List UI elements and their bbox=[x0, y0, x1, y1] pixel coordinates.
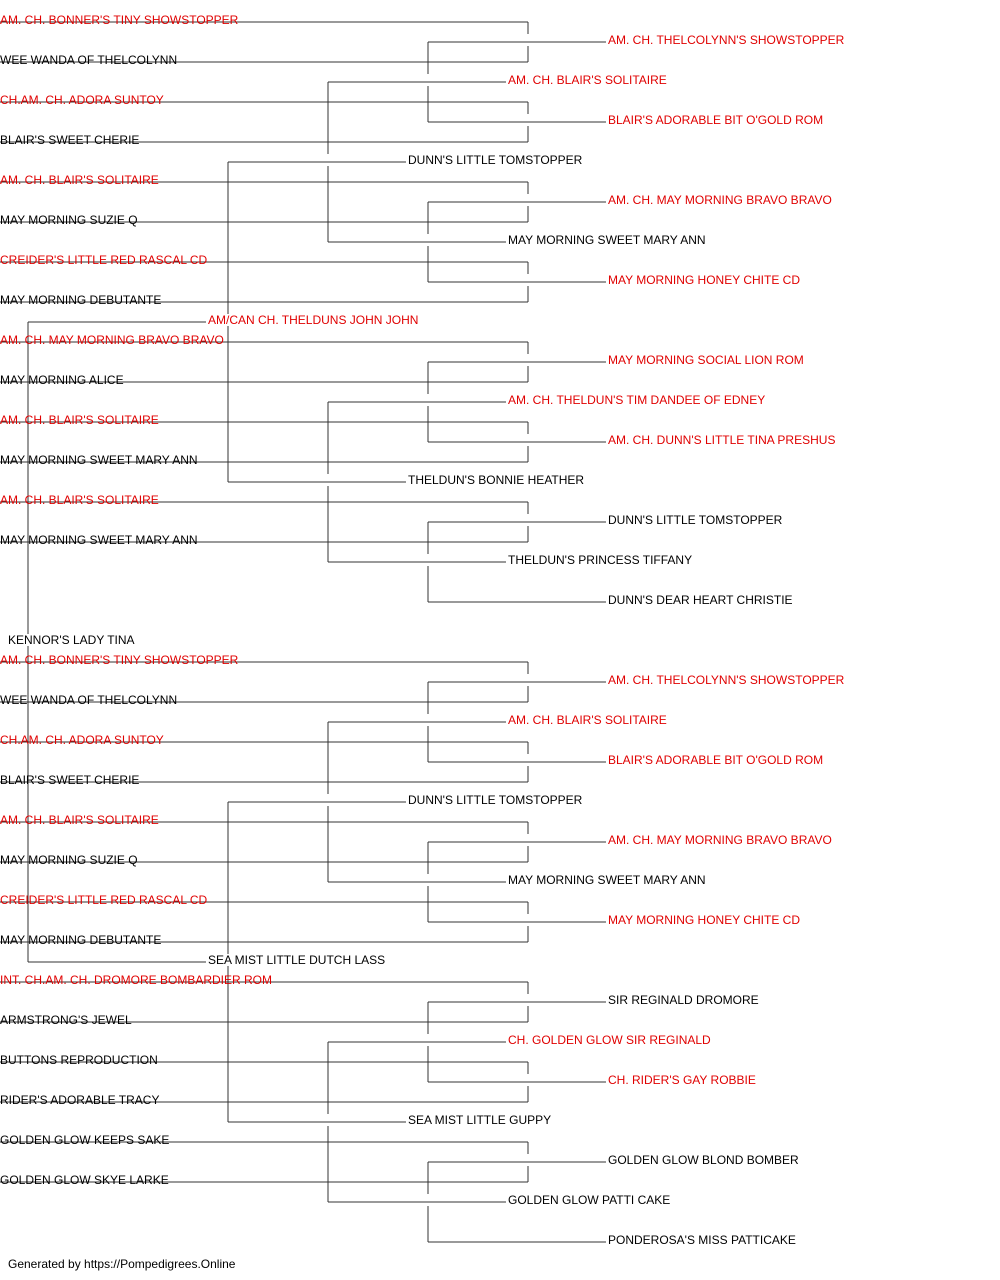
ancestor-name: WEE WANDA OF THELCOLYNN bbox=[0, 53, 177, 67]
ancestor-name: MAY MORNING ALICE bbox=[0, 373, 124, 387]
ancestor-name: SIR REGINALD DROMORE bbox=[608, 993, 759, 1007]
subject-name: KENNOR'S LADY TINA bbox=[8, 633, 135, 647]
ancestor-name: AM. CH. BLAIR'S SOLITAIRE bbox=[0, 813, 159, 827]
ancestor-name: BLAIR'S SWEET CHERIE bbox=[0, 133, 139, 147]
ancestor-name: AM. CH. BLAIR'S SOLITAIRE bbox=[508, 73, 667, 87]
ancestor-name: MAY MORNING HONEY CHITE CD bbox=[608, 913, 800, 927]
ancestor-name: AM. CH. BLAIR'S SOLITAIRE bbox=[0, 413, 159, 427]
ancestor-name: GOLDEN GLOW BLOND BOMBER bbox=[608, 1153, 799, 1167]
ancestor-name: GOLDEN GLOW SKYE LARKE bbox=[0, 1173, 169, 1187]
ancestor-name: BLAIR'S ADORABLE BIT O'GOLD ROM bbox=[608, 113, 823, 127]
ancestor-name: MAY MORNING DEBUTANTE bbox=[0, 293, 161, 307]
ancestor-name: AM. CH. BLAIR'S SOLITAIRE bbox=[0, 493, 159, 507]
ancestor-name: BUTTONS REPRODUCTION bbox=[0, 1053, 158, 1067]
ancestor-name: CH. RIDER'S GAY ROBBIE bbox=[608, 1073, 756, 1087]
ancestor-name: MAY MORNING HONEY CHITE CD bbox=[608, 273, 800, 287]
pedigree-connectors bbox=[0, 21, 606, 1243]
ancestor-name: INT. CH.AM. CH. DROMORE BOMBARDIER ROM bbox=[0, 973, 272, 987]
ancestor-name: MAY MORNING SWEET MARY ANN bbox=[508, 233, 706, 247]
ancestor-name: DUNN'S DEAR HEART CHRISTIE bbox=[608, 593, 793, 607]
ancestor-name: AM. CH. MAY MORNING BRAVO BRAVO bbox=[608, 193, 832, 207]
ancestor-name: CH.AM. CH. ADORA SUNTOY bbox=[0, 93, 164, 107]
ancestor-name: THELDUN'S BONNIE HEATHER bbox=[408, 473, 584, 487]
ancestor-name: AM. CH. BONNER'S TINY SHOWSTOPPER bbox=[0, 653, 239, 667]
ancestor-name: MAY MORNING SWEET MARY ANN bbox=[508, 873, 706, 887]
ancestor-name: WEE WANDA OF THELCOLYNN bbox=[0, 693, 177, 707]
ancestor-name: CREIDER'S LITTLE RED RASCAL CD bbox=[0, 893, 208, 907]
ancestor-name: MAY MORNING DEBUTANTE bbox=[0, 933, 161, 947]
ancestor-name: DUNN'S LITTLE TOMSTOPPER bbox=[408, 793, 583, 807]
ancestor-name: AM. CH. BLAIR'S SOLITAIRE bbox=[508, 713, 667, 727]
ancestor-name: AM. CH. THELDUN'S TIM DANDEE OF EDNEY bbox=[508, 393, 765, 407]
ancestor-name: CREIDER'S LITTLE RED RASCAL CD bbox=[0, 253, 208, 267]
ancestor-name: DUNN'S LITTLE TOMSTOPPER bbox=[608, 513, 783, 527]
ancestor-name: AM. CH. MAY MORNING BRAVO BRAVO bbox=[0, 333, 224, 347]
ancestor-name: AM. CH. THELCOLYNN'S SHOWSTOPPER bbox=[608, 33, 845, 47]
ancestor-name: GOLDEN GLOW PATTI CAKE bbox=[508, 1193, 670, 1207]
ancestor-name: CH.AM. CH. ADORA SUNTOY bbox=[0, 733, 164, 747]
generated-by-footer: Generated by https://Pompedigrees.Online bbox=[8, 1257, 236, 1271]
ancestor-name: AM. CH. BONNER'S TINY SHOWSTOPPER bbox=[0, 13, 239, 27]
ancestor-name: AM. CH. BLAIR'S SOLITAIRE bbox=[0, 173, 159, 187]
ancestor-name: CH. GOLDEN GLOW SIR REGINALD bbox=[508, 1033, 711, 1047]
ancestor-name: MAY MORNING SUZIE Q bbox=[0, 213, 138, 227]
ancestor-name: THELDUN'S PRINCESS TIFFANY bbox=[508, 553, 692, 567]
ancestor-name: PONDEROSA'S MISS PATTICAKE bbox=[608, 1233, 796, 1247]
ancestor-name: AM. CH. MAY MORNING BRAVO BRAVO bbox=[608, 833, 832, 847]
ancestor-name: MAY MORNING SWEET MARY ANN bbox=[0, 533, 198, 547]
ancestor-name: RIDER'S ADORABLE TRACY bbox=[0, 1093, 159, 1107]
ancestor-name: AM. CH. DUNN'S LITTLE TINA PRESHUS bbox=[608, 433, 835, 447]
ancestor-name: BLAIR'S SWEET CHERIE bbox=[0, 773, 139, 787]
ancestor-name: MAY MORNING SWEET MARY ANN bbox=[0, 453, 198, 467]
pedigree-labels: KENNOR'S LADY TINA AM/CAN CH. THELDUNS JO… bbox=[0, 13, 845, 1247]
ancestor-name: SEA MIST LITTLE DUTCH LASS bbox=[208, 953, 385, 967]
ancestor-name: DUNN'S LITTLE TOMSTOPPER bbox=[408, 153, 583, 167]
ancestor-name: GOLDEN GLOW KEEPS SAKE bbox=[0, 1133, 169, 1147]
ancestor-name: BLAIR'S ADORABLE BIT O'GOLD ROM bbox=[608, 753, 823, 767]
ancestor-name: AM. CH. THELCOLYNN'S SHOWSTOPPER bbox=[608, 673, 845, 687]
ancestor-name: SEA MIST LITTLE GUPPY bbox=[408, 1113, 551, 1127]
ancestor-name: AM/CAN CH. THELDUNS JOHN JOHN bbox=[208, 313, 418, 327]
ancestor-name: MAY MORNING SOCIAL LION ROM bbox=[608, 353, 804, 367]
ancestor-name: ARMSTRONG'S JEWEL bbox=[0, 1013, 132, 1027]
ancestor-name: MAY MORNING SUZIE Q bbox=[0, 853, 138, 867]
